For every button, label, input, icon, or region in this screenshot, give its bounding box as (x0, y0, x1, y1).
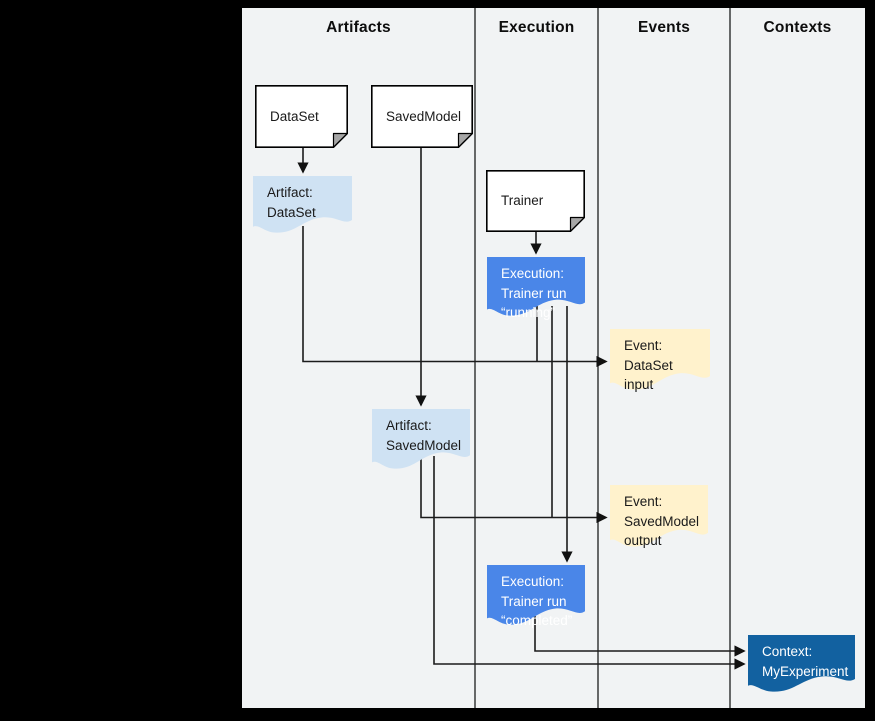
document-wave-shape (610, 485, 708, 547)
connectors-layer (297, 8, 746, 708)
node-artifact-savedmodel: Artifact: SavedModel (372, 409, 470, 470)
column-header-execution: Execution (498, 19, 575, 36)
node-savedmodel-label: SavedModel (386, 108, 462, 124)
node-context-myexperiment: Context: MyExperiment (748, 635, 855, 693)
node-event-dataset-input-label: Event: DataSet input (624, 338, 673, 392)
node-trainer-label: Trainer (501, 193, 544, 209)
node-savedmodel: SavedModel (371, 85, 473, 148)
note-card-shape (371, 85, 473, 148)
node-event-savedmodel-output-label: Event: SavedModel output (624, 494, 700, 548)
document-wave-shape (610, 329, 710, 390)
node-artifact-savedmodel-label: Artifact: SavedModel (386, 418, 462, 453)
node-context-myexperiment-label: Context: MyExperiment (762, 644, 849, 679)
diagram-sheet: Artifacts Execution Events Contexts Data… (242, 8, 865, 708)
arrow-artifact-savedmodel-to-context (433, 456, 746, 670)
node-execution-running-label: Execution: Trainer run “running” (501, 266, 567, 320)
arrow-artifact-dataset-to-event-input (302, 226, 608, 368)
node-execution-completed: Execution: Trainer run “completed” (487, 565, 585, 628)
column-header-contexts: Contexts (763, 19, 832, 36)
node-execution-running: Execution: Trainer run “running” (487, 257, 585, 320)
document-wave-shape (487, 565, 585, 625)
column-header-artifacts: Artifacts (326, 19, 391, 36)
node-dataset: DataSet (255, 85, 348, 148)
node-trainer: Trainer (486, 170, 585, 232)
node-event-dataset-input: Event: DataSet input (610, 329, 710, 392)
node-artifact-dataset: Artifact: DataSet (253, 176, 352, 234)
note-card-shape (486, 170, 585, 232)
node-dataset-label: DataSet (270, 108, 319, 124)
column-header-events: Events (637, 19, 691, 36)
arrow-execution-completed-to-context (534, 616, 746, 657)
document-wave-shape (748, 635, 855, 692)
document-wave-shape (487, 257, 585, 316)
arrow-artifact-savedmodel-to-event-output (420, 456, 608, 524)
node-execution-completed-label: Execution: Trainer run “completed” (501, 574, 573, 628)
node-event-savedmodel-output: Event: SavedModel output (610, 485, 708, 548)
document-wave-shape (253, 176, 352, 233)
node-artifact-dataset-label: Artifact: DataSet (267, 185, 316, 220)
note-card-shape (255, 85, 348, 148)
document-wave-shape (372, 409, 470, 469)
